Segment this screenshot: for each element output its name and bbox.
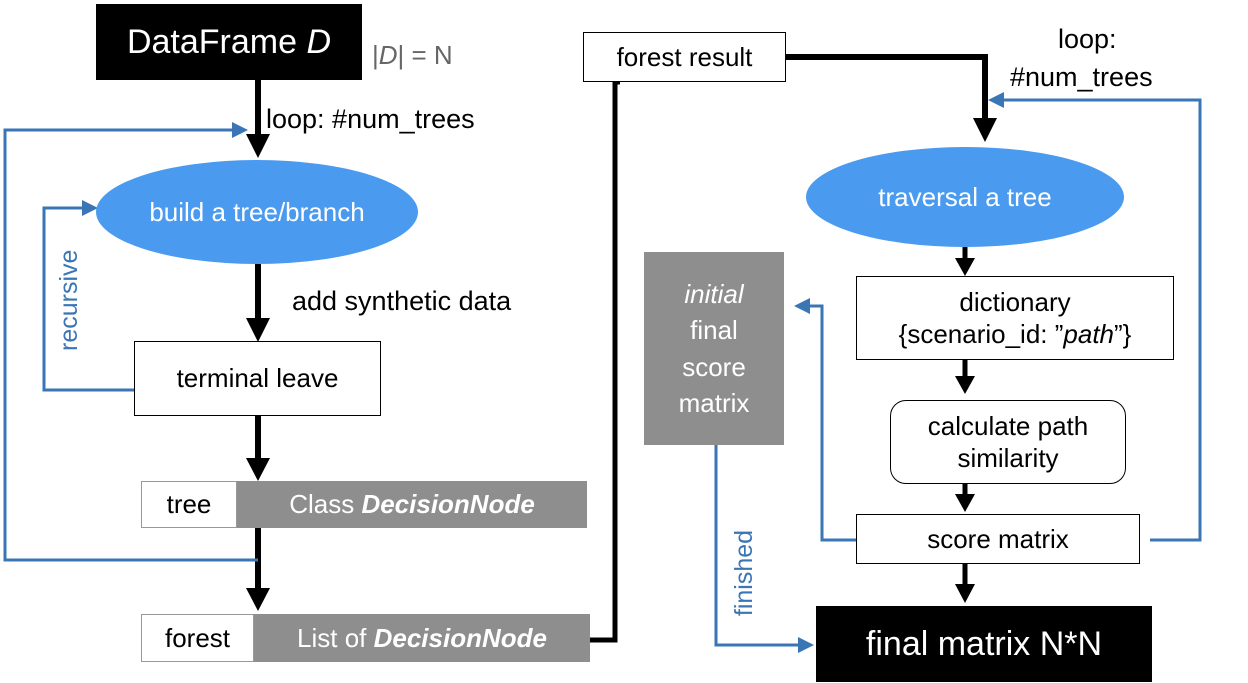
- forest-label-node: forest: [141, 614, 254, 662]
- edge-tree-to-forest: [246, 528, 270, 611]
- dictionary-node: dictionary {scenario_id: ”path”}: [856, 276, 1174, 360]
- final-matrix-node: final matrix N*N: [816, 606, 1152, 682]
- traversal-node: traversal a tree: [806, 147, 1124, 247]
- edge-calc-to-score: [955, 484, 975, 512]
- calc-path-line2: similarity: [957, 443, 1059, 473]
- edge-forest-to-forest-result: [590, 79, 620, 643]
- dictionary-line2-ital: path: [1063, 319, 1115, 349]
- edge-dictionary-to-calc: [955, 360, 975, 394]
- dictionary-line2-post: ”}: [1114, 319, 1132, 349]
- forest-list-name: DecisionNode: [373, 622, 547, 653]
- initial-line2: final: [690, 315, 738, 346]
- edge-score-to-initial: [794, 298, 856, 542]
- dictionary-line2: {scenario_id: ”path”}: [899, 318, 1132, 351]
- edge-loop-left-outer: [3, 122, 258, 562]
- loop-left-label: loop: #num_trees: [266, 104, 475, 134]
- forest-result-node: forest result: [583, 32, 786, 82]
- terminal-leave-node: terminal leave: [134, 341, 381, 416]
- dataframe-size-label: |D| = N: [372, 40, 453, 71]
- edge-forest-result-to-traversal: [785, 54, 997, 142]
- calc-path-line1: calculate path: [927, 410, 1089, 441]
- initial-line3: score: [682, 351, 746, 382]
- edge-loop-right: [988, 92, 1202, 542]
- edge-build-to-terminal: [246, 264, 270, 342]
- build-tree-node: build a tree/branch: [96, 160, 418, 264]
- finished-label: finished: [730, 529, 758, 617]
- recursive-label: recursive: [55, 249, 83, 351]
- add-synthetic-label: add synthetic data: [292, 286, 512, 316]
- edge-initial-to-final: [714, 445, 814, 653]
- dictionary-line1: dictionary: [959, 286, 1071, 317]
- initial-line1: initial: [684, 278, 744, 309]
- tree-class-name: DecisionNode: [361, 489, 535, 520]
- edge-dataframe-to-build: [246, 80, 270, 158]
- score-matrix-node: score matrix: [856, 514, 1140, 564]
- edge-score-to-final: [955, 564, 975, 603]
- loop-right-label-1: loop:: [1058, 24, 1117, 54]
- dataframe-prefix: DataFrame: [126, 22, 307, 61]
- dataframe-node: DataFrame D: [96, 4, 362, 80]
- forest-list-node: List of DecisionNode: [254, 614, 590, 662]
- forest-list-prefix: List of: [297, 622, 374, 653]
- size-post: | = N: [397, 40, 453, 70]
- tree-class-node: Class DecisionNode: [237, 481, 587, 528]
- dataframe-var: D: [306, 22, 332, 61]
- edge-terminal-to-tree: [246, 416, 270, 481]
- initial-matrix-node: initial final score matrix: [644, 252, 784, 445]
- calc-path-node: calculate path similarity: [890, 400, 1126, 484]
- size-var: D: [378, 40, 398, 70]
- tree-label-node: tree: [141, 481, 237, 528]
- tree-class-prefix: Class: [289, 489, 362, 520]
- initial-line4: matrix: [678, 387, 750, 418]
- edge-loop-recursive: [42, 200, 134, 392]
- size-pre: |: [372, 40, 379, 70]
- dictionary-line2-pre: {scenario_id: ”: [898, 319, 1064, 349]
- loop-right-label-2: #num_trees: [1010, 62, 1153, 92]
- edge-traversal-to-dictionary: [955, 247, 975, 276]
